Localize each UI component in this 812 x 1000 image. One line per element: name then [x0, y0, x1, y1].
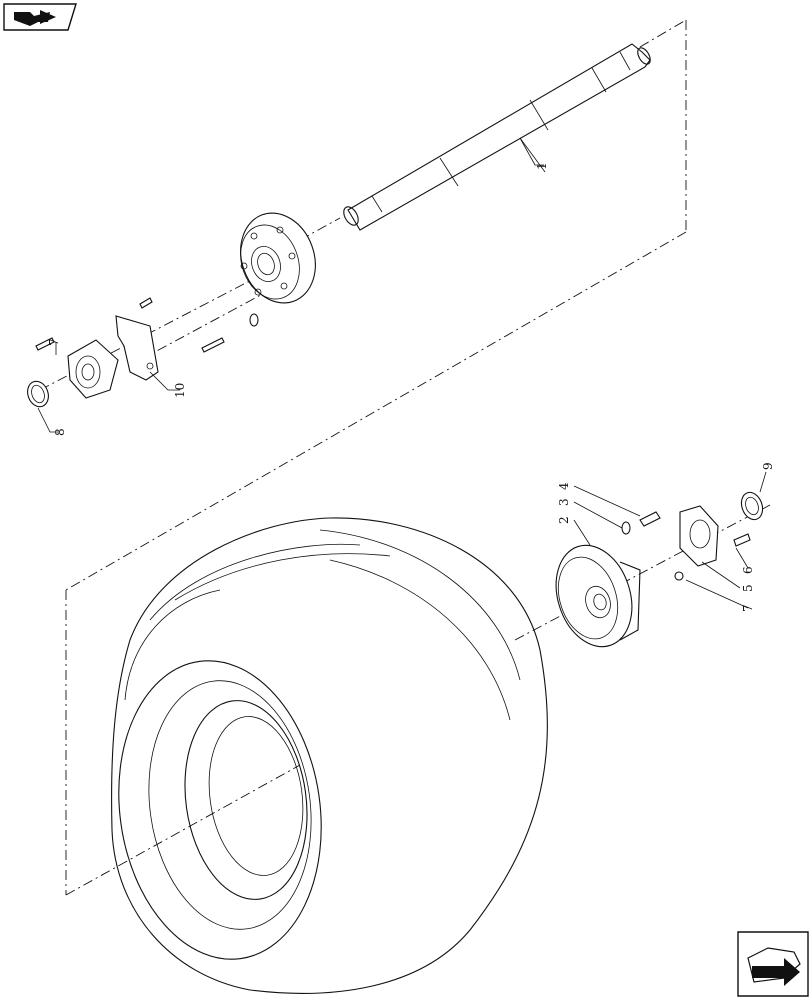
callout-8: 8 — [53, 428, 67, 436]
callout-3: 3 — [557, 498, 571, 506]
hub-flange-top — [240, 212, 316, 304]
callout-labels: 1 7 10 8 4 3 2 9 6 5 7 — [47, 162, 775, 612]
callout-6: 6 — [741, 566, 755, 574]
book-arrow-icon[interactable] — [3, 3, 77, 31]
callout-10: 10 — [173, 383, 187, 398]
bearing-housing-top — [67, 339, 119, 399]
wheel-hub — [555, 544, 641, 648]
callout-2: 2 — [557, 516, 571, 524]
leader-lines — [37, 137, 767, 609]
callout-7-top: 7 — [47, 338, 61, 346]
seal-ring-top — [27, 380, 49, 408]
next-page-icon[interactable] — [737, 931, 809, 997]
bearing-flange-bottom — [679, 505, 719, 567]
axle-shaft — [343, 43, 651, 231]
mounting-plate — [115, 315, 159, 381]
callout-4: 4 — [557, 482, 571, 490]
tire-wheel — [111, 517, 548, 994]
callout-9: 9 — [761, 462, 775, 470]
seal-ring-bottom — [740, 491, 764, 521]
assembly-centerlines — [39, 19, 771, 896]
callout-7: 7 — [741, 604, 755, 612]
bolts-top — [35, 297, 259, 353]
callout-5: 5 — [741, 584, 755, 592]
callout-1: 1 — [535, 162, 549, 170]
